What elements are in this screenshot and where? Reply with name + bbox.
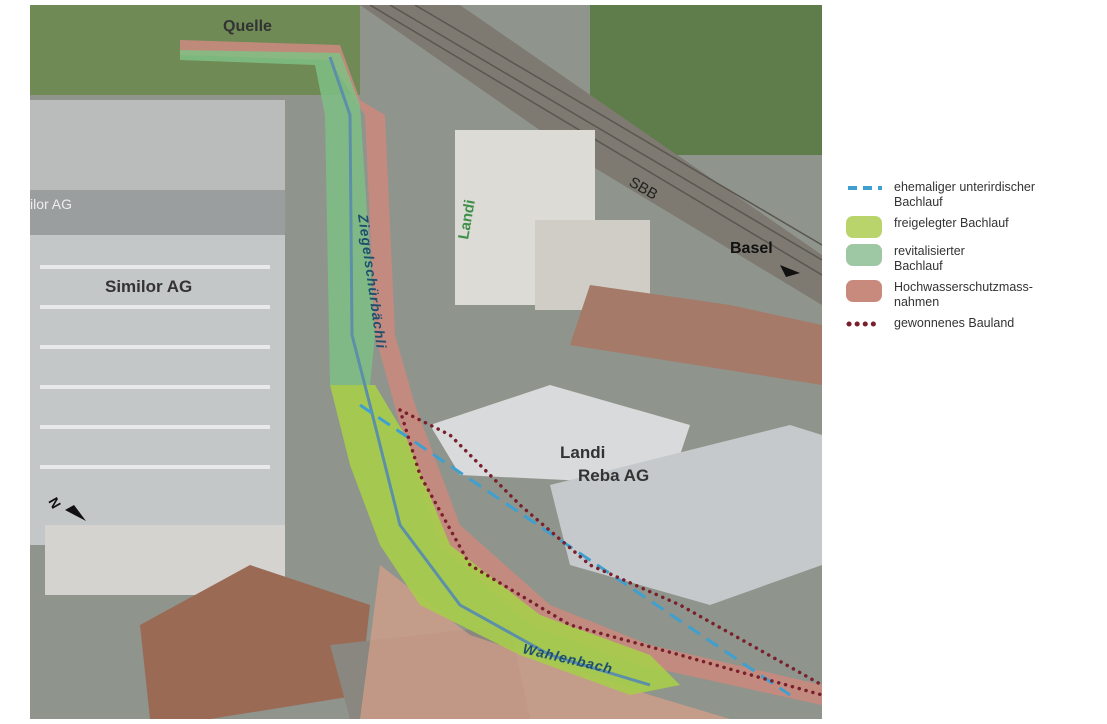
legend: ehemaliger unterirdischer Bachlauf freig… xyxy=(846,180,1086,337)
gained-building-land xyxy=(398,408,822,697)
roof-skylights xyxy=(40,265,270,469)
landi-reba-roof xyxy=(430,385,690,485)
landi-reba-hall xyxy=(550,425,822,605)
revitalised-stream-area xyxy=(180,50,375,385)
brown-swatch xyxy=(846,280,882,302)
legend-item-revitalised-stream: revitalisierter Bachlauf xyxy=(846,244,1086,274)
similor-facade xyxy=(30,190,285,235)
legend-item-flood-protection: Hochwasserschutzmass- nahmen xyxy=(846,280,1086,310)
label-similor-sign: ilor AG xyxy=(30,196,72,212)
similor-roof-main xyxy=(30,235,285,545)
aerial-map: Quelle SBB Basel N Similor AG ilor AG La… xyxy=(30,5,822,719)
label-similor: Similor AG xyxy=(105,277,192,296)
label-silo-sign: Landi xyxy=(455,198,479,240)
north-arrow-icon xyxy=(65,505,86,521)
legend-label: ehemaliger unterirdischer Bachlauf xyxy=(894,180,1036,209)
label-landi-reba-1: Landi xyxy=(560,443,605,462)
legend-label: Hochwasserschutzmass- nahmen xyxy=(894,280,1033,309)
label-source: Quelle xyxy=(223,18,272,35)
flood-protection-area xyxy=(180,40,822,705)
stream-line xyxy=(328,56,651,687)
teal-swatch xyxy=(846,244,882,266)
label-direction: Basel xyxy=(730,240,773,257)
legend-label: gewonnenes Bauland xyxy=(894,316,1015,330)
green-swatch xyxy=(846,216,882,238)
label-landi-reba-2: Reba AG xyxy=(578,466,649,485)
legend-label: freigelegter Bachlauf xyxy=(894,216,1009,230)
uncovered-stream-area xyxy=(330,385,680,695)
house-roof xyxy=(140,565,370,719)
dashed-line-swatch xyxy=(846,180,882,195)
legend-label: revitalisierter Bachlauf xyxy=(894,244,965,273)
legend-item-uncovered-stream: freigelegter Bachlauf xyxy=(846,216,1086,238)
dotted-line-swatch xyxy=(846,316,882,331)
pink-area xyxy=(360,565,730,719)
basel-arrow-icon xyxy=(780,265,800,277)
legend-item-former-stream: ehemaliger unterirdischer Bachlauf xyxy=(846,180,1086,210)
legend-item-building-land: gewonnenes Bauland xyxy=(846,316,1086,331)
rail-lines xyxy=(369,5,822,276)
brown-roof xyxy=(570,285,822,385)
